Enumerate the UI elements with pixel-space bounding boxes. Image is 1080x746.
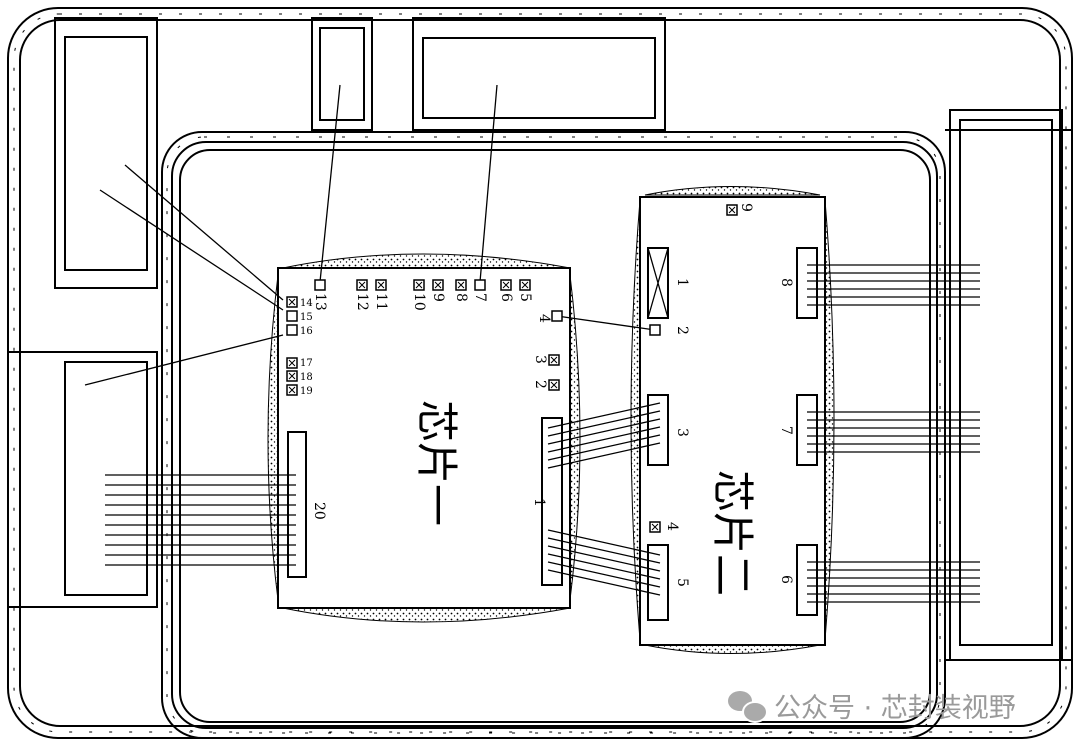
label-7: 7 xyxy=(472,293,488,302)
wire xyxy=(479,84,498,283)
label-15: 15 xyxy=(300,312,313,323)
crossed-pad xyxy=(375,279,387,291)
c2-label-6: 6 xyxy=(778,575,794,584)
pad xyxy=(314,279,326,291)
label-14: 14 xyxy=(300,298,313,309)
wire xyxy=(547,537,661,564)
wire xyxy=(99,189,284,311)
wire xyxy=(547,545,661,572)
top-small-terminal xyxy=(311,17,373,131)
crossed-pad xyxy=(548,379,560,391)
chip-two xyxy=(639,196,826,646)
label-13: 13 xyxy=(312,293,328,311)
label-12: 12 xyxy=(354,293,370,311)
crossed-pad xyxy=(455,279,467,291)
crossed-pad xyxy=(432,279,444,291)
wire xyxy=(547,561,661,588)
label-1: 1 xyxy=(531,498,547,507)
crossed-pad xyxy=(548,354,560,366)
chip1-pad-labels: 20 1 2 3 4 5 6 7 8 9 10 11 12 13 14 15 1… xyxy=(300,293,552,520)
wire xyxy=(547,402,661,429)
crossed-pad xyxy=(519,279,531,291)
crossed-pad xyxy=(286,384,298,396)
pad xyxy=(286,324,298,336)
label-19: 19 xyxy=(300,386,313,397)
label-16: 16 xyxy=(300,326,313,337)
chip-one-label: 芯片一 xyxy=(412,400,461,526)
wire xyxy=(547,434,661,461)
crossed-pad xyxy=(356,279,368,291)
wire xyxy=(547,410,661,437)
wire xyxy=(547,426,661,453)
wire xyxy=(124,164,284,301)
label-18: 18 xyxy=(300,372,313,383)
label-17: 17 xyxy=(300,358,313,369)
crossed-pad xyxy=(286,370,298,382)
wire xyxy=(84,334,284,386)
label-3: 3 xyxy=(532,355,548,364)
top-wide-terminal xyxy=(412,17,666,131)
pad xyxy=(286,310,298,322)
chip-one xyxy=(277,267,571,609)
crossed-pad xyxy=(649,521,661,533)
wire xyxy=(556,315,656,331)
label-2: 2 xyxy=(532,380,548,389)
crossed-pad xyxy=(500,279,512,291)
wire xyxy=(547,529,661,556)
pad xyxy=(551,310,563,322)
c2-label-1: 1 xyxy=(674,278,690,287)
c2-label-2: 2 xyxy=(674,326,690,335)
crossed-pad xyxy=(286,296,298,308)
c2-label-8: 8 xyxy=(778,278,794,287)
crossed-pad xyxy=(286,357,298,369)
pad xyxy=(649,324,661,336)
small-pads xyxy=(286,204,738,533)
watermark-text: 公众号 · 芯封装视野 xyxy=(774,693,1016,724)
crossed-pad xyxy=(726,204,738,216)
label-6: 6 xyxy=(498,293,514,302)
c2-label-9: 9 xyxy=(738,203,754,212)
label-5: 5 xyxy=(517,293,533,302)
label-8: 8 xyxy=(453,293,469,302)
wechat-icon xyxy=(728,690,768,723)
c2-label-7: 7 xyxy=(778,426,794,435)
c2-label-3: 3 xyxy=(674,428,690,437)
wire xyxy=(319,84,341,283)
label-10: 10 xyxy=(411,293,427,311)
crossed-pad xyxy=(413,279,425,291)
label-9: 9 xyxy=(430,293,446,302)
right-terminal xyxy=(945,109,1072,661)
left-bottom-terminal xyxy=(8,351,158,608)
wire xyxy=(547,418,661,445)
chip2-pad-labels: 1 2 3 4 5 6 7 8 9 xyxy=(664,203,794,587)
label-4: 4 xyxy=(536,314,552,323)
label-20: 20 xyxy=(311,502,327,520)
c2-label-4: 4 xyxy=(664,522,680,531)
watermark: 公众号 · 芯封装视野 xyxy=(728,686,1016,725)
bond-wires xyxy=(84,84,980,603)
chip-two-label: 芯片二 xyxy=(708,470,757,596)
wire xyxy=(547,553,661,580)
wire xyxy=(547,442,661,469)
left-top-terminal xyxy=(54,17,158,289)
pad xyxy=(474,279,486,291)
c2-label-5: 5 xyxy=(674,578,690,587)
label-11: 11 xyxy=(373,293,389,311)
wire xyxy=(547,569,661,596)
